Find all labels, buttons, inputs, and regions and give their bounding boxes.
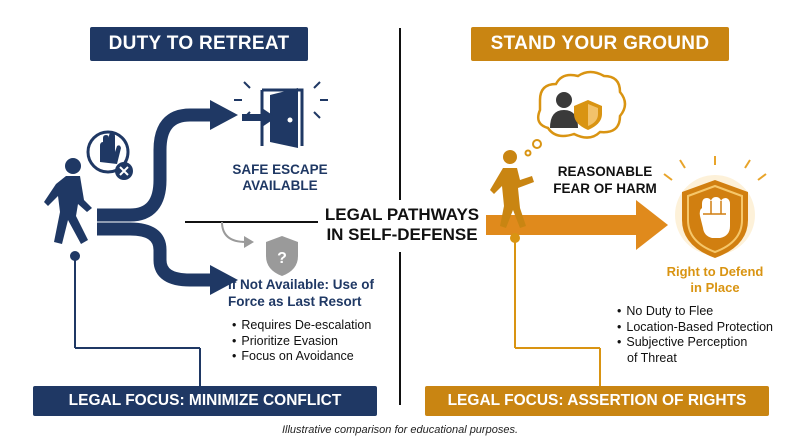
list-item: No Duty to Flee xyxy=(617,304,773,320)
exit-door-icon xyxy=(234,81,328,148)
shield-glow-rays xyxy=(663,156,767,181)
left-legal-focus: LEGAL FOCUS: MINIMIZE CONFLICT xyxy=(33,386,377,416)
list-item: of Threat xyxy=(627,350,677,365)
duty-to-retreat-title: DUTY TO RETREAT xyxy=(90,27,308,61)
left-connector xyxy=(70,251,201,386)
list-item: Location-Based Protection xyxy=(617,320,773,336)
right-to-defend-label: Right to Defend in Place xyxy=(666,264,764,295)
list-item: Prioritize Evasion xyxy=(232,334,371,350)
right-bullet-list: No Duty to Flee Location-Based Protectio… xyxy=(617,304,773,366)
standing-person-icon xyxy=(490,150,534,228)
center-title: LEGAL PATHWAYS IN SELF-DEFENSE xyxy=(318,205,486,245)
svg-text:?: ? xyxy=(277,250,287,267)
threat-thought-bubble-icon xyxy=(524,70,627,157)
footer-caption: Illustrative comparison for educational … xyxy=(281,424,518,436)
safe-escape-label: SAFE ESCAPE AVAILABLE xyxy=(232,162,328,193)
fist-shield-icon xyxy=(675,175,755,258)
fear-of-harm-label: REASONABLE FEAR OF HARM xyxy=(553,164,657,196)
stand-your-ground-title: STAND YOUR GROUND xyxy=(471,27,729,61)
right-legal-focus: LEGAL FOCUS: ASSERTION OF RIGHTS xyxy=(425,386,769,416)
right-connector xyxy=(510,233,601,386)
fallback-title: If Not Available: Use of Force as Last R… xyxy=(228,277,375,309)
list-item: Subjective Perception xyxy=(617,335,773,351)
stop-hand-icon xyxy=(86,130,133,180)
left-fork-arrows xyxy=(97,108,213,287)
left-bullet-list: Requires De-escalation Prioritize Evasio… xyxy=(232,318,371,365)
list-item: Focus on Avoidance xyxy=(232,349,371,365)
walking-person-icon xyxy=(44,158,92,244)
list-item: Requires De-escalation xyxy=(232,318,371,334)
question-shield-icon: ? xyxy=(221,221,298,276)
